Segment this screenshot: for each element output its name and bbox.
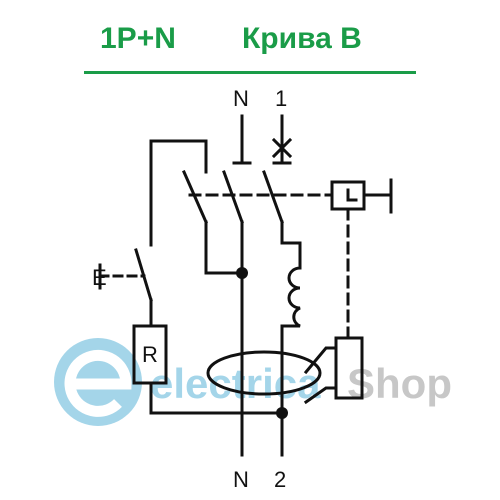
bottom-terminal-2: 2 [274,467,286,492]
blade-3 [262,170,284,224]
left-inner-wire [204,220,244,275]
junction-l [276,407,288,419]
watermark-text-1: electrica [150,360,321,407]
top-terminal-1: 1 [275,86,287,111]
header-rule [84,71,416,74]
watermark-text-2: Shop [347,360,452,407]
l-coil-wire [280,220,302,457]
header-right: Крива B [242,22,362,55]
resistor-label: R [142,342,158,367]
test-button-label: E [92,265,107,290]
sensing-coil-box [334,336,364,400]
test-switch-blade [134,248,153,302]
top-terminal-n: N [233,86,249,111]
bottom-terminal-n: N [233,467,249,492]
trip-relay-ground [362,178,393,214]
test-circuit-top-wire [149,139,208,247]
toroid-transformer [206,350,322,396]
blade-1 [182,170,208,224]
junction-n [236,267,248,279]
l1-fuse-cross [271,137,293,159]
trip-relay-latch [346,188,358,202]
resistor-bottom-wire [149,381,284,415]
blade-2 [222,170,244,224]
watermark: electrica Shop [54,338,452,426]
header-left: 1P+N [100,22,176,55]
